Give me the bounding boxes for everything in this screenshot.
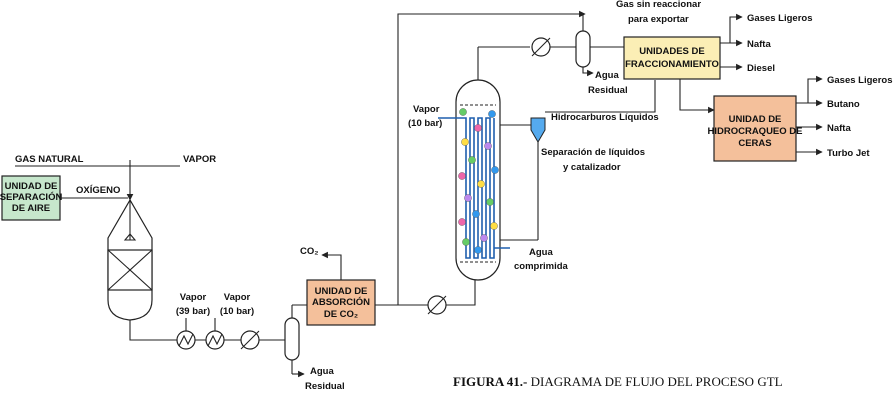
vapor-reactor-label-2: (10 bar): [408, 118, 442, 129]
agua-comprimida-label-1: Agua: [529, 247, 553, 258]
oxygen-label: OXÍGENO: [76, 185, 120, 196]
air-separation-label-2: SEPARACIÓN: [0, 191, 62, 203]
gas-sin-reaccionar-label-1: Gas sin reaccionar: [616, 0, 701, 10]
vapor-39-label-2: (39 bar): [176, 306, 210, 317]
separacion-label-1: Separación de líquidos: [541, 147, 645, 158]
vapor-feed-label: VAPOR: [183, 154, 216, 165]
hc-product-0: Gases Ligeros: [827, 75, 892, 86]
catalyst-particle: [468, 156, 476, 164]
catalyst-particle: [472, 210, 480, 218]
hc-product-2: Nafta: [827, 123, 851, 134]
heat-exchanger-4: [427, 295, 447, 315]
heat-exchanger-3: [240, 330, 260, 350]
heat-exchanger-2: [205, 330, 225, 350]
vapor-10a-label-1: Vapor: [224, 292, 251, 303]
hydrocracking-unit-box: [713, 95, 797, 162]
figure-caption-title: DIAGRAMA DE FLUJO DEL PROCESO GTL: [527, 374, 782, 389]
catalyst-particle: [459, 108, 467, 116]
agua-residual-2-label-2: Residual: [588, 85, 628, 96]
agua-comprimida-label-2: comprimida: [514, 261, 569, 272]
vapor-39-label-1: Vapor: [180, 292, 207, 303]
air-separation-label-1: UNIDAD DE: [5, 181, 58, 192]
gas-sin-reaccionar-label-2: para exportar: [628, 14, 689, 25]
agua-residual-2-line: [582, 67, 594, 77]
separacion-label-2: y catalizador: [563, 162, 621, 173]
co2-label: CO₂: [300, 246, 318, 257]
frac-product-1: Nafta: [747, 39, 771, 50]
syngas-line: [129, 320, 290, 341]
catalyst-particle: [458, 172, 466, 180]
catalyst-particle: [488, 110, 496, 118]
liquids-to-fractionation: [545, 80, 656, 113]
frac-out-gases: [720, 13, 743, 44]
absorption-label-1: UNIDAD DE: [315, 286, 368, 297]
figure-caption: FIGURA 41.- DIAGRAMA DE FLUJO DEL PROCES…: [453, 374, 783, 389]
fractionation-label-1: UNIDADES DE: [639, 46, 704, 57]
separator-drum-1: [284, 317, 300, 361]
figure-caption-number: FIGURA 41.-: [453, 374, 527, 389]
hydrocracking-label-3: CERAS: [738, 138, 771, 149]
frac-product-0: Gases Ligeros: [747, 13, 812, 24]
hydrocracking-label-2: HIDROCRAQUEO DE: [707, 126, 802, 137]
absorption-label-3: DE CO₂: [324, 309, 358, 320]
catalyst-cross-2: [107, 249, 153, 291]
hydrocracking-label-1: UNIDAD DE: [729, 114, 782, 125]
gas-export-line: [397, 10, 586, 305]
hc-out-gases: [796, 75, 823, 104]
hc-product-1: Butano: [827, 99, 860, 110]
catalyst-separator: [530, 117, 546, 143]
catalyst-particle: [458, 218, 466, 226]
vapor-reactor-label-1: Vapor: [413, 104, 440, 115]
catalyst-particles: [458, 108, 499, 254]
hc-product-3: Turbo Jet: [827, 148, 870, 159]
catalyst-particle: [490, 222, 498, 230]
heat-exchanger-1: [176, 330, 196, 350]
fractionation-label-2: FRACCIONAMIENTO: [625, 59, 719, 70]
agua-residual-1-label-1: Agua: [310, 366, 334, 377]
catalyst-particle: [464, 194, 472, 202]
co2-out-line: [321, 251, 342, 280]
absorption-label-2: ABSORCIÓN: [312, 296, 370, 308]
catalyst-particle: [474, 246, 482, 254]
catalyst-particle: [491, 166, 499, 174]
reformer-burner: [123, 233, 137, 241]
frac-product-2: Diesel: [747, 63, 775, 74]
catalyst-particle: [462, 238, 470, 246]
waxes-to-hydrocracking: [679, 79, 715, 114]
fractionation-unit-box: [623, 36, 721, 80]
hidrocarburos-label: Hidrocarburos Líquidos: [551, 112, 659, 123]
absorber-to-reactor-line: [375, 280, 476, 306]
reactor-cooling-tubes: [438, 117, 510, 259]
catalyst-particle: [477, 180, 485, 188]
gas-natural-label: GAS NATURAL: [15, 154, 84, 165]
absorption-unit-box: [306, 279, 376, 326]
vapor-10a-label-2: (10 bar): [220, 306, 254, 317]
agua-residual-2-label-1: Agua: [595, 70, 619, 81]
heat-exchanger-5: [531, 37, 551, 57]
catalyst-particle: [486, 198, 494, 206]
catalyst-particle: [474, 124, 482, 132]
air-separation-unit-box: [1, 175, 61, 221]
agua-residual-1-label-2: Residual: [305, 381, 345, 392]
catalyst-particle: [480, 234, 488, 242]
catalyst-particle: [461, 138, 469, 146]
separator-drum-2: [575, 30, 591, 68]
air-separation-label-3: DE AIRE: [12, 203, 50, 214]
catalyst-particle: [484, 142, 492, 150]
